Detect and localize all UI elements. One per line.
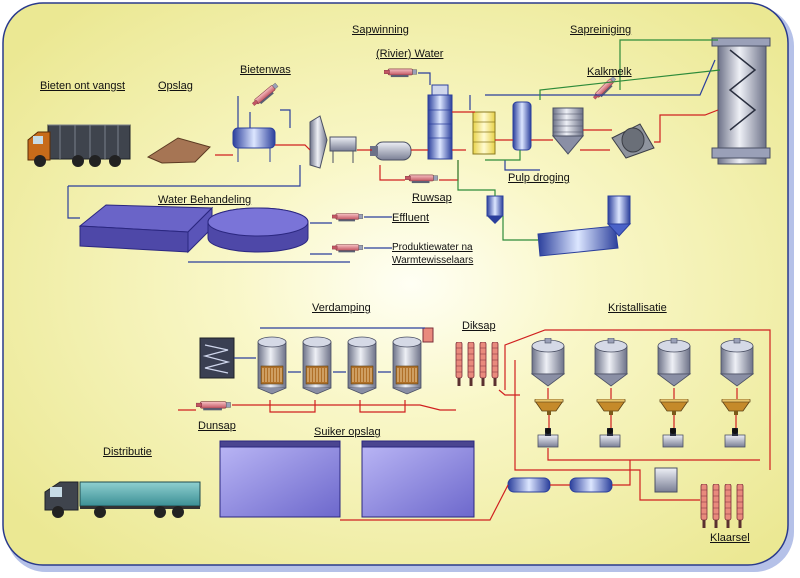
condenser (422, 327, 434, 343)
beet-pile (146, 137, 211, 164)
sugar-silo-2 (361, 440, 475, 518)
liming-tank (472, 111, 496, 155)
label-kalkmelk: Kalkmelk (587, 66, 632, 78)
label-sapreiniging: Sapreiniging (570, 24, 632, 36)
heat-exchanger (199, 337, 235, 379)
juice-filter (551, 107, 585, 155)
sugar-silo-1 (219, 440, 341, 518)
diffusion-drum (370, 141, 412, 161)
label-klaarsel: Klaarsel (710, 532, 750, 544)
lime-kiln (611, 123, 655, 159)
label-produktiewater-1: Produktiewater na (392, 242, 473, 253)
bottom-process-lines (178, 327, 771, 521)
label-verdamping: Verdamping (312, 302, 371, 314)
label-sapwinning: Sapwinning (352, 24, 409, 36)
diffusion-tower (427, 84, 453, 160)
label-diksap: Diksap (462, 320, 496, 332)
label-water-behandeling: Water Behandeling (158, 194, 252, 206)
beet-slicer (309, 115, 357, 169)
settling-basin (78, 204, 214, 254)
top-process-lines (67, 39, 721, 263)
beet-truck (27, 124, 131, 167)
beet-washer (232, 127, 276, 162)
label-effluent: Effluent (392, 212, 430, 224)
label-kristallisatie: Kristallisatie (608, 302, 667, 314)
pulp-dryer (537, 195, 632, 257)
label-dunsap: Dunsap (198, 420, 236, 432)
syrup-tank (654, 467, 678, 493)
label-pulp-droging: Pulp droging (508, 172, 570, 184)
label-suiker-opslag: Suiker opslag (314, 426, 381, 438)
label-opslag: Opslag (158, 80, 193, 92)
label-ruwsap: Ruwsap (412, 192, 452, 204)
distribution-truck (44, 481, 201, 518)
label-distributie: Distributie (103, 446, 152, 458)
label-produktiewater-2: Warmtewisselaars (392, 255, 474, 266)
lime-tower (711, 37, 771, 165)
label-rivier-water: (Rivier) Water (376, 48, 444, 60)
label-bietenwas: Bietenwas (240, 64, 291, 76)
label-bieten-ontvangst: Bieten ont vangst (40, 80, 126, 92)
carbonation-tank (512, 101, 532, 151)
clarifier (207, 207, 309, 253)
